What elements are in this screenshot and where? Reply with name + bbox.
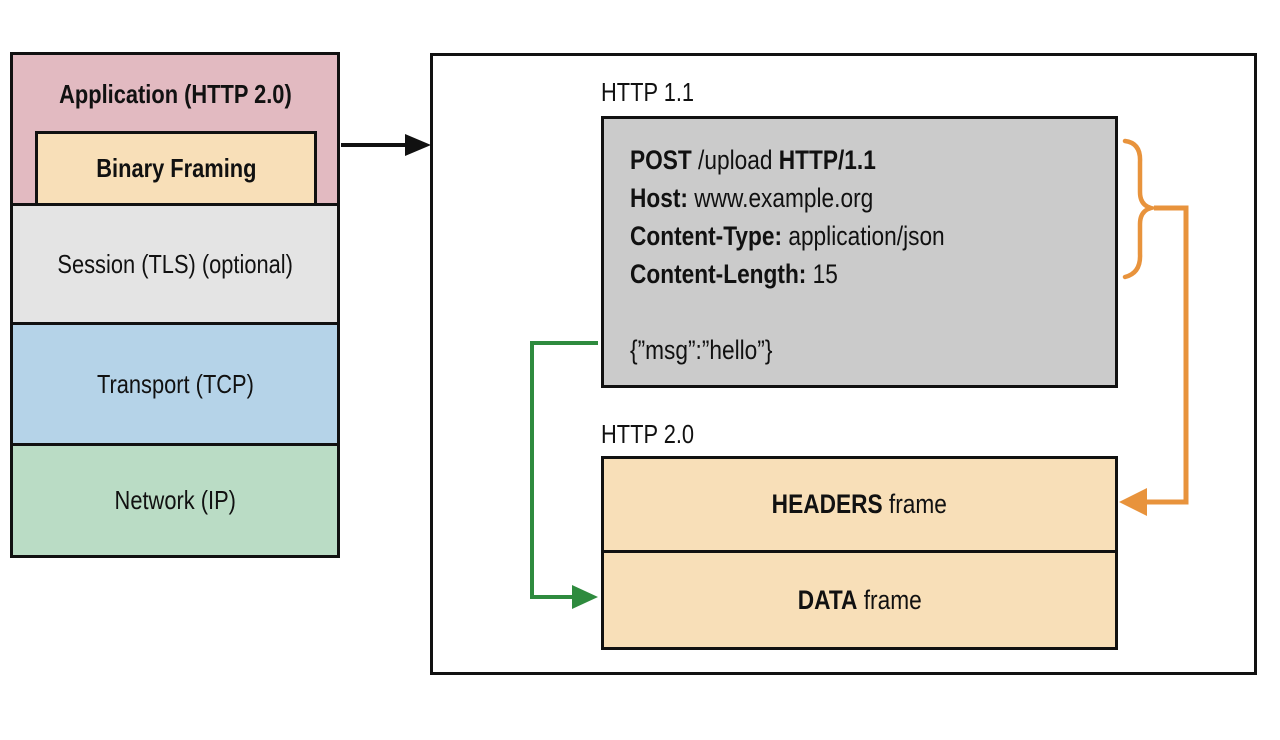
binary-framing-label: Binary Framing xyxy=(95,153,257,183)
request-line-content-type: Content-Type: application/json xyxy=(630,217,1115,255)
layer-transport-label: Transport (TCP) xyxy=(96,368,254,399)
http1-section-label: HTTP 1.1 xyxy=(601,77,695,107)
data-frame-name: DATA xyxy=(797,584,858,615)
layer-session-label: Session (TLS) (optional) xyxy=(57,248,293,279)
request-body: {”msg”:”hello”} xyxy=(630,335,773,365)
content-type-value: application/json xyxy=(782,221,945,251)
headers-frame-name: HEADERS xyxy=(771,489,883,519)
content-type-key: Content-Type: xyxy=(630,221,783,251)
request-version: HTTP/1.1 xyxy=(778,145,876,175)
stack-to-panel-arrow xyxy=(341,134,431,156)
headers-frame-suffix: frame xyxy=(882,489,948,519)
request-path: /upload xyxy=(691,145,779,175)
request-line-content-length: Content-Length: 15 xyxy=(630,255,1115,293)
layer-network-label: Network (IP) xyxy=(114,485,236,515)
host-value: www.example.org xyxy=(687,183,874,213)
http1-request-box: POST /upload HTTP/1.1 Host: www.example.… xyxy=(601,116,1118,388)
layer-application-label: Application (HTTP 2.0) xyxy=(58,79,292,109)
layer-network: Network (IP) xyxy=(13,443,337,555)
framing-detail-panel: HTTP 1.1 POST /upload HTTP/1.1 Host: www… xyxy=(430,53,1257,675)
binary-framing-box: Binary Framing xyxy=(35,131,317,206)
http2-section-label: HTTP 2.0 xyxy=(601,419,695,449)
headers-frame-box: HEADERS frame xyxy=(601,456,1118,553)
data-frame-suffix: frame xyxy=(857,584,922,615)
layer-session: Session (TLS) (optional) xyxy=(13,203,337,322)
data-frame-box: DATA frame xyxy=(601,550,1118,650)
content-length-value: 15 xyxy=(806,259,838,289)
host-key: Host: xyxy=(630,183,688,213)
protocol-stack: Application (HTTP 2.0) Binary Framing Se… xyxy=(10,52,340,558)
request-line-host: Host: www.example.org xyxy=(630,179,1115,217)
layer-transport: Transport (TCP) xyxy=(13,322,337,443)
content-length-key: Content-Length: xyxy=(630,259,807,289)
layer-application: Application (HTTP 2.0) Binary Framing xyxy=(13,55,337,206)
request-line-start: POST /upload HTTP/1.1 xyxy=(630,141,1115,179)
request-method: POST xyxy=(630,145,692,175)
